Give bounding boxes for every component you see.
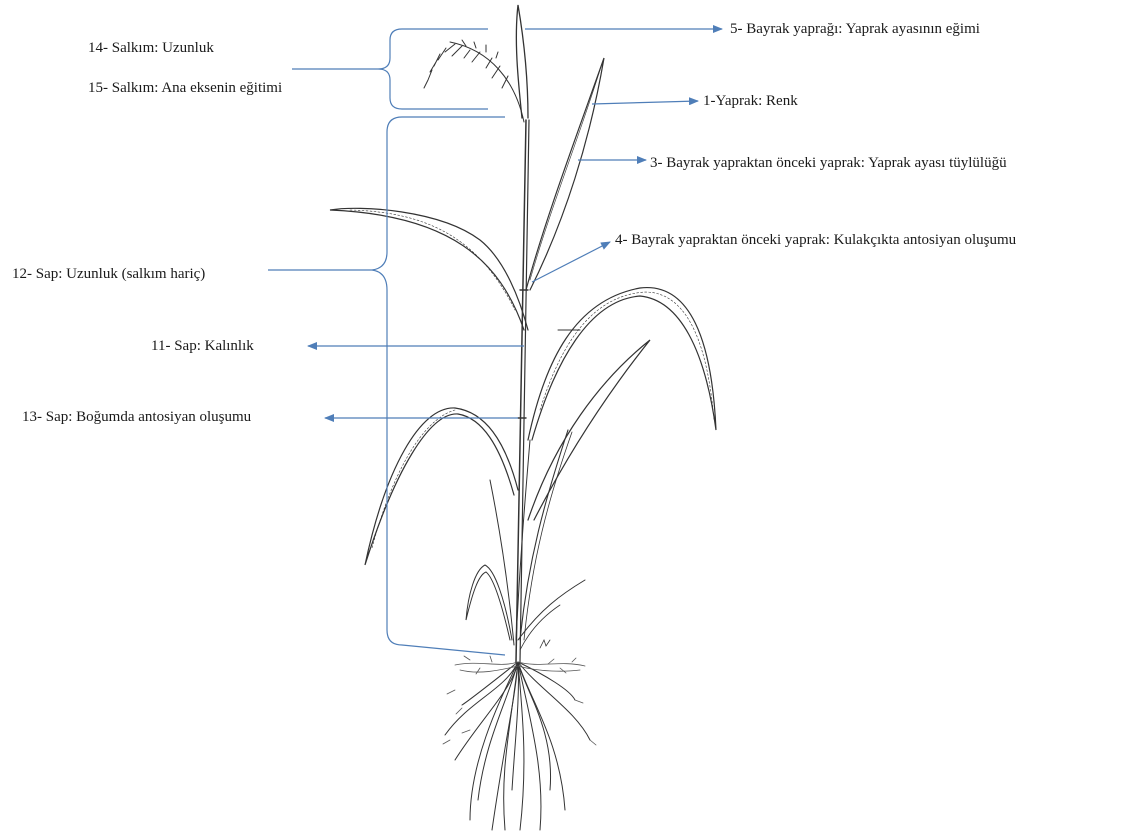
panicle (424, 40, 524, 122)
label-culm-length: 12- Sap: Uzunluk (salkım hariç) (12, 265, 205, 283)
leaf-arch-left-lower (365, 408, 518, 565)
label-node-anthocyanin: 13- Sap: Boğumda antosiyan oluşumu (22, 408, 251, 426)
label-flag-leaf-attitude: 5- Bayrak yaprağı: Yaprak ayasının eğimi (730, 20, 980, 38)
leaf-lower-right-up (528, 340, 650, 520)
leaf-arch-left-upper (330, 208, 528, 330)
label-auricle-anthocyanin: 4- Bayrak yapraktan önceki yaprak: Kulak… (615, 231, 1016, 249)
roots (445, 662, 590, 830)
label-culm-thickness: 11- Sap: Kalınlık (151, 337, 254, 355)
label-panicle-axis: 15- Salkım: Ana eksenin eğitimi (88, 79, 282, 97)
label-panicle-length: 14- Salkım: Uzunluk (88, 39, 214, 57)
label-leaf-pubescence: 3- Bayrak yapraktan önceki yaprak: Yapra… (650, 154, 1007, 172)
label-leaf-color: 1-Yaprak: Renk (703, 92, 798, 110)
annotations (268, 29, 722, 655)
arrow-1 (592, 101, 698, 104)
bracket-culm-length (268, 117, 505, 655)
bracket-panicle (292, 29, 488, 109)
leaf-small-lower-left (466, 565, 512, 640)
leaf-arch-right (528, 288, 716, 440)
